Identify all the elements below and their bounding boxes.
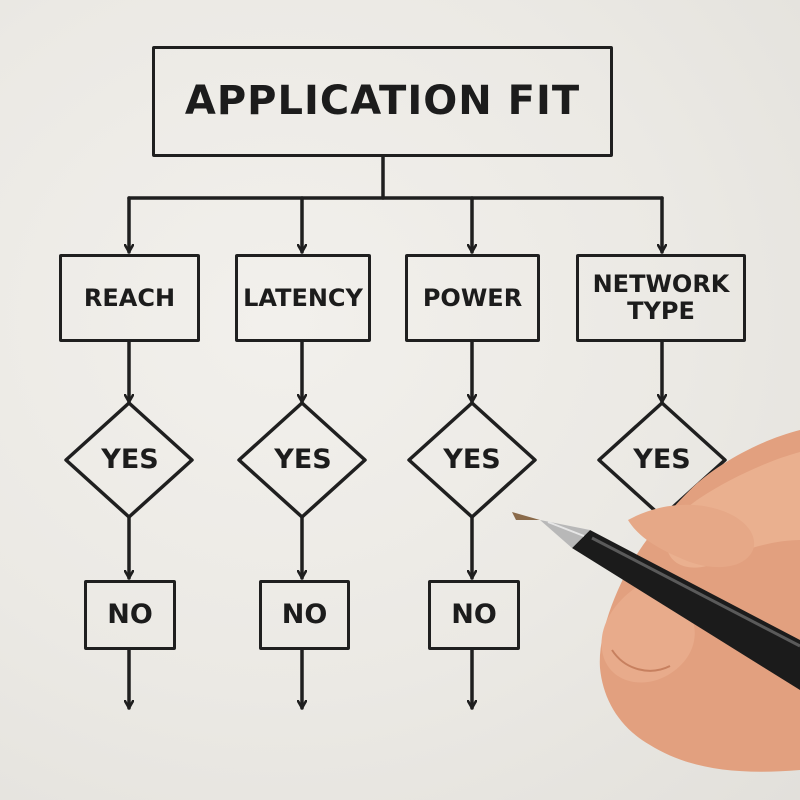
pen-body — [572, 530, 800, 690]
category-box-latency: LATENCY — [235, 254, 371, 342]
outcome-box-reach: NO — [84, 580, 176, 650]
outcome-box-power: NO — [428, 580, 520, 650]
decision-label-latency: YES — [274, 444, 332, 475]
outcome-box-latency: NO — [259, 580, 350, 650]
hand-holding-pen-icon — [512, 430, 800, 772]
category-label-line-1: NETWORK — [592, 270, 730, 299]
hand-thumb-over-pen — [628, 504, 755, 568]
pen-cone — [540, 520, 590, 548]
pen-tip — [512, 512, 540, 520]
category-label-line-2: TYPE — [627, 297, 695, 325]
page-title: APPLICATION FIT — [152, 46, 613, 157]
category-box-reach: REACH — [59, 254, 200, 342]
decision-label-network: YES — [633, 444, 691, 475]
category-box-power: POWER — [405, 254, 540, 342]
pen-highlight — [591, 536, 800, 648]
decision-label-reach: YES — [101, 444, 159, 475]
decision-label-power: YES — [443, 444, 501, 475]
category-box-network-type: NETWORK TYPE — [576, 254, 746, 342]
